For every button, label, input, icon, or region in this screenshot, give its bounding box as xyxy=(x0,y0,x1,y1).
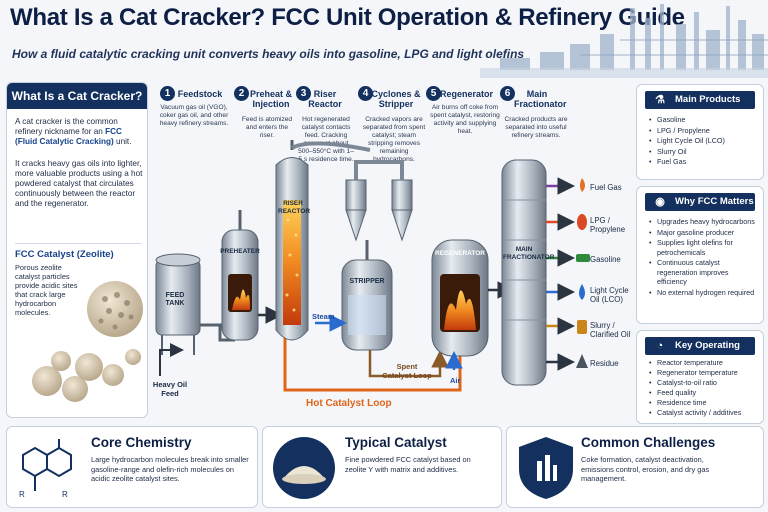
divider xyxy=(15,243,141,244)
step-2-number: 2 xyxy=(234,86,249,101)
typical-catalyst-panel: Typical Catalyst Fine powdered FCC catal… xyxy=(262,426,502,508)
core-chemistry-panel: R R Core Chemistry Large hydrocarbon mol… xyxy=(6,426,258,508)
fractionator-label: MAIN FRACTIONATOR xyxy=(503,246,555,261)
catalyst-text: Porous zeolite catalyst particles provid… xyxy=(15,263,78,317)
list-item: Regenerator temperature xyxy=(649,368,757,377)
product-residue: Residue xyxy=(590,359,619,368)
catalyst-heading: FCC Catalyst (Zeolite) xyxy=(15,249,114,260)
list-item: Gasoline xyxy=(649,115,757,125)
zeolite-catalyst-image xyxy=(32,281,143,402)
step-2-title: Preheat & Injection xyxy=(249,89,293,109)
what-is-cat-cracker-panel: What Is a Cat Cracker? A cat cracker is … xyxy=(6,82,148,418)
list-item: Slurry Oil xyxy=(649,147,757,157)
step-1-number: 1 xyxy=(160,86,175,101)
step-4-title: Cyclones & Stripper xyxy=(371,89,421,109)
core-chemistry-text: Large hydrocarbon molecules break into s… xyxy=(91,455,249,483)
step-5-number: 5 xyxy=(426,86,441,101)
why-fcc-heading: ◉Why FCC Matters xyxy=(645,193,755,211)
product-gasoline: Gasoline xyxy=(590,255,621,264)
catalyst-powder-icon xyxy=(273,437,335,499)
typical-catalyst-text: Fine powdered FCC catalyst based on zeol… xyxy=(345,455,471,474)
fcc-highlight: FCC (Fluid Catalytic Cracking) xyxy=(15,127,122,146)
air-label: Air xyxy=(450,376,461,385)
heavy-oil-feed-label: Heavy Oil Feed xyxy=(152,380,188,398)
step-6-title: Main Fractionator xyxy=(514,89,567,109)
page-subtitle: How a fluid catalytic cracking unit conv… xyxy=(12,47,525,61)
shield-icon xyxy=(519,437,573,499)
svg-text:R: R xyxy=(19,490,25,499)
step-3-number: 3 xyxy=(296,86,311,101)
list-item: Fuel Gas xyxy=(649,157,757,167)
product-fuel-gas: Fuel Gas xyxy=(590,183,622,192)
step-2-desc: Feed is atomized and enters the riser. xyxy=(241,116,293,139)
core-chemistry-title: Core Chemistry xyxy=(91,435,192,450)
list-item: Light Cycle Oil (LCO) xyxy=(649,136,757,146)
svg-text:R: R xyxy=(62,490,68,499)
operating-variables-list: Reactor temperature Regenerator temperat… xyxy=(649,358,757,418)
product-lpg: LPG / Propylene xyxy=(590,216,626,234)
main-products-list: Gasoline LPG / Propylene Light Cycle Oil… xyxy=(649,115,757,168)
intro-text: A cat cracker is the common refinery nic… xyxy=(15,117,143,147)
step-3-title: Riser Reactor xyxy=(308,89,342,109)
list-item: Feed quality xyxy=(649,388,757,397)
list-item: Catalyst activity / additives xyxy=(649,408,757,417)
list-item: Supplies light olefins for petrochemical… xyxy=(649,238,757,257)
why-fcc-list: Upgrades heavy hydrocarbons Major gasoli… xyxy=(649,217,757,298)
common-challenges-panel: Common Challenges Coke formation, cataly… xyxy=(506,426,764,508)
feed-tank-label: FEED TANK xyxy=(165,292,185,307)
why-fcc-panel: ◉Why FCC Matters Upgrades heavy hydrocar… xyxy=(636,186,764,324)
molecule-icon: R R xyxy=(19,439,72,499)
common-challenges-title: Common Challenges xyxy=(581,435,716,450)
step-1-title: Feedstock xyxy=(177,89,223,99)
main-products-panel: ⚗Main Products Gasoline LPG / Propylene … xyxy=(636,84,764,180)
product-lco: Light Cycle Oil (LCO) xyxy=(590,286,629,304)
operating-variables-panel: ◔Key Operating Variables Reactor tempera… xyxy=(636,330,764,424)
operating-variables-heading: ◔Key Operating Variables xyxy=(645,337,755,369)
step-5-desc: Air burns off coke from spent catalyst, … xyxy=(430,104,500,135)
step-4-number: 4 xyxy=(358,86,373,101)
page-title: What Is a Cat Cracker? FCC Unit Operatio… xyxy=(10,4,685,31)
gauge-icon: ◔ xyxy=(656,340,664,352)
stripper-label: STRIPPER xyxy=(349,278,385,285)
list-item: Reactor temperature xyxy=(649,358,757,367)
common-challenges-text: Coke formation, catalyst deactivation, e… xyxy=(581,455,710,483)
spent-catalyst-label: Spent Catalyst Loop xyxy=(382,362,432,380)
intro-suffix: unit. xyxy=(113,137,132,146)
list-item: LPG / Propylene xyxy=(649,126,757,136)
list-item: Catalyst-to-oil ratio xyxy=(649,378,757,387)
step-4-desc: Cracked vapors are separated from spent … xyxy=(362,116,426,163)
steam-label: Steam xyxy=(312,312,335,321)
list-item: Continuous catalyst regeneration improve… xyxy=(649,258,757,287)
intro-prefix: A cat cracker is the common refinery nic… xyxy=(15,117,118,136)
refinery-skyline-illustration xyxy=(480,4,768,78)
main-products-heading: ⚗Main Products xyxy=(645,91,755,109)
step-5-title: Regenerator xyxy=(440,89,494,99)
left-panel-heading: What Is a Cat Cracker? xyxy=(7,83,147,109)
hot-catalyst-loop-label: Hot Catalyst Loop xyxy=(306,398,392,409)
fcc-process-diagram xyxy=(155,140,590,392)
preheater-label: PREHEATER xyxy=(220,248,260,255)
list-item: Residence time xyxy=(649,398,757,407)
list-item: Major gasoline producer xyxy=(649,228,757,238)
step-6-desc: Cracked products are separated into usef… xyxy=(504,116,568,139)
step-6-number: 6 xyxy=(500,86,515,101)
product-slurry: Slurry / Clarified Oil xyxy=(590,321,631,339)
globe-icon: ◉ xyxy=(655,196,665,208)
riser-reactor-label: RISER REACTOR xyxy=(278,200,311,215)
intro-paragraph-2: It cracks heavy gas oils into lighter, m… xyxy=(15,159,143,208)
list-item: Upgrades heavy hydrocarbons xyxy=(649,217,757,227)
regenerator-label: REGENERATOR xyxy=(435,250,485,257)
list-item: No external hydrogen required xyxy=(649,288,757,298)
step-1-desc: Vacuum gas oil (VGO), coker gas oil, and… xyxy=(159,104,229,127)
typical-catalyst-title: Typical Catalyst xyxy=(345,435,447,450)
flask-icon: ⚗ xyxy=(655,94,665,106)
